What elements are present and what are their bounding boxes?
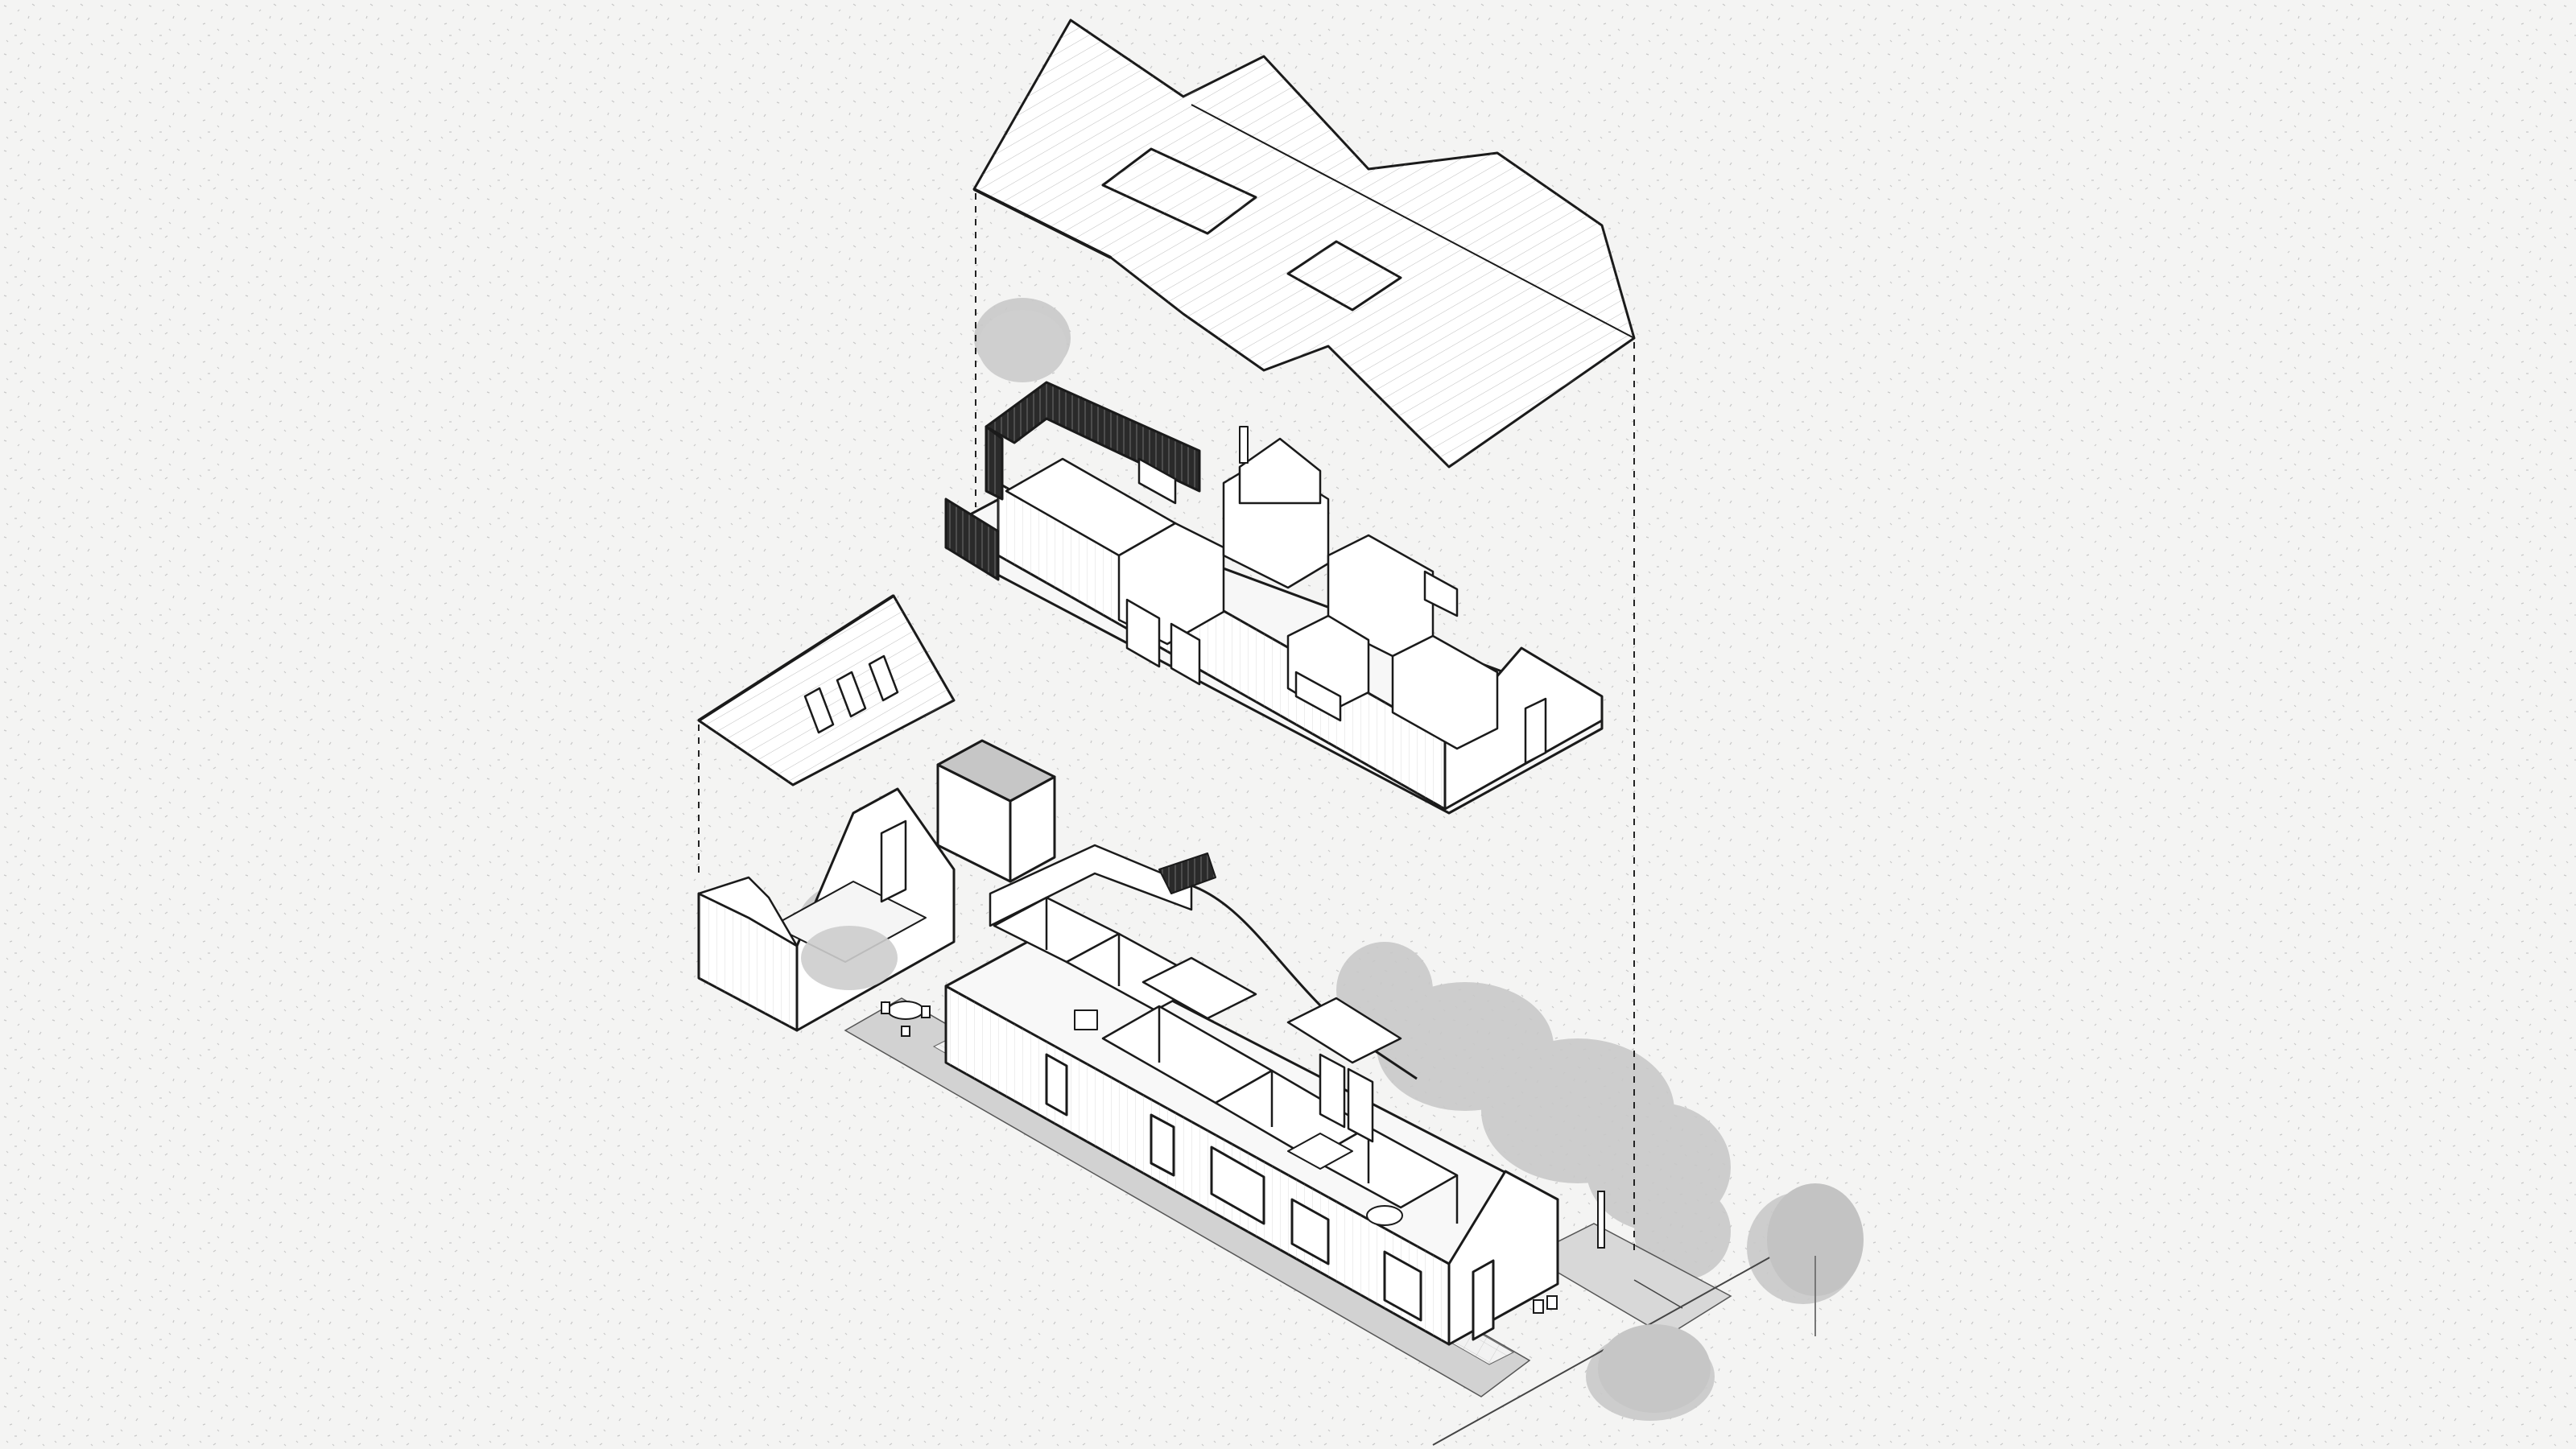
ground-window-3 [1210, 1146, 1265, 1225]
ground-window-5 [1383, 1250, 1422, 1322]
tree-bottom [1598, 1324, 1711, 1413]
upper-window-3 [1294, 671, 1342, 722]
roof-eave [973, 188, 1112, 259]
annex-tree [801, 926, 898, 990]
upper-floor [944, 310, 1604, 815]
ground-rear-wall [989, 844, 1193, 927]
annex-left-wall-hatch [699, 894, 797, 1030]
tree-right [1767, 1183, 1864, 1336]
terrace-chairs [1533, 1295, 1558, 1314]
standalone-trees [1598, 1183, 1864, 1413]
upper-tree [978, 310, 1067, 382]
outdoor-furniture [881, 1001, 1605, 1314]
annex-door [880, 819, 907, 903]
ground-front-windows [1045, 1053, 1495, 1341]
dark-cladding-front [944, 497, 1000, 581]
ground-room-6 [1141, 956, 1257, 1020]
ground-slider-2 [1347, 1067, 1374, 1143]
roof-dormer-2-hatch [1288, 242, 1401, 310]
upper-flue [1239, 426, 1249, 464]
shed-green-roof [936, 739, 1056, 803]
ground-window-4 [1290, 1198, 1330, 1265]
ground-slider-1 [1319, 1053, 1346, 1129]
main-roof-hatch [974, 20, 1634, 467]
annex-gable [697, 876, 799, 947]
roof-ridge [1191, 104, 1635, 339]
rear-post [1597, 1191, 1605, 1249]
ground-door-end [1472, 1259, 1495, 1341]
garden-table-set [881, 1001, 931, 1037]
upper-window-1 [1125, 598, 1161, 668]
kitchen-island [1287, 1133, 1353, 1170]
roof-dormer-1-hatch [1103, 149, 1256, 233]
projection-lines [698, 193, 1635, 1252]
annex-roof-hatch [699, 596, 954, 785]
site-boundary-line-2 [1633, 1279, 1683, 1309]
ground-internal-walls [1045, 898, 1459, 1224]
upper-dormer-gable [1238, 437, 1322, 505]
annex-skylights [803, 654, 899, 734]
ground-dark-clad-roof [1158, 852, 1216, 894]
ground-glazing [1319, 1053, 1374, 1143]
ground-window-1 [1045, 1053, 1068, 1117]
upper-window-2 [1170, 622, 1201, 686]
annex-skylight-3 [868, 654, 899, 702]
stair [1074, 1009, 1098, 1030]
annex-roof-ridge [697, 594, 895, 722]
ground-floor [944, 844, 1559, 1346]
upper-window-6 [1423, 570, 1459, 617]
annex [697, 739, 1056, 1032]
annex-roof [697, 594, 956, 786]
ground-room-7 [1286, 997, 1402, 1064]
upper-openings [1125, 457, 1547, 765]
annex-skylight-2 [836, 671, 867, 718]
annex-skylight-1 [803, 687, 835, 734]
upper-window-5 [1137, 457, 1177, 505]
dark-cladding-side [985, 425, 1004, 501]
upper-front-wall-hatch [998, 483, 1445, 809]
dining-table [1366, 1205, 1403, 1226]
rear-lawn [1528, 1223, 1732, 1337]
main-roof [972, 19, 1636, 469]
upper-room-5 [1391, 634, 1499, 750]
ground-interior-rooms [993, 896, 1459, 1209]
ground-fixtures [1074, 1009, 1403, 1226]
ground-window-2 [1150, 1113, 1175, 1177]
upper-gable-end [1443, 646, 1604, 811]
upper-window-4 [1524, 697, 1547, 765]
